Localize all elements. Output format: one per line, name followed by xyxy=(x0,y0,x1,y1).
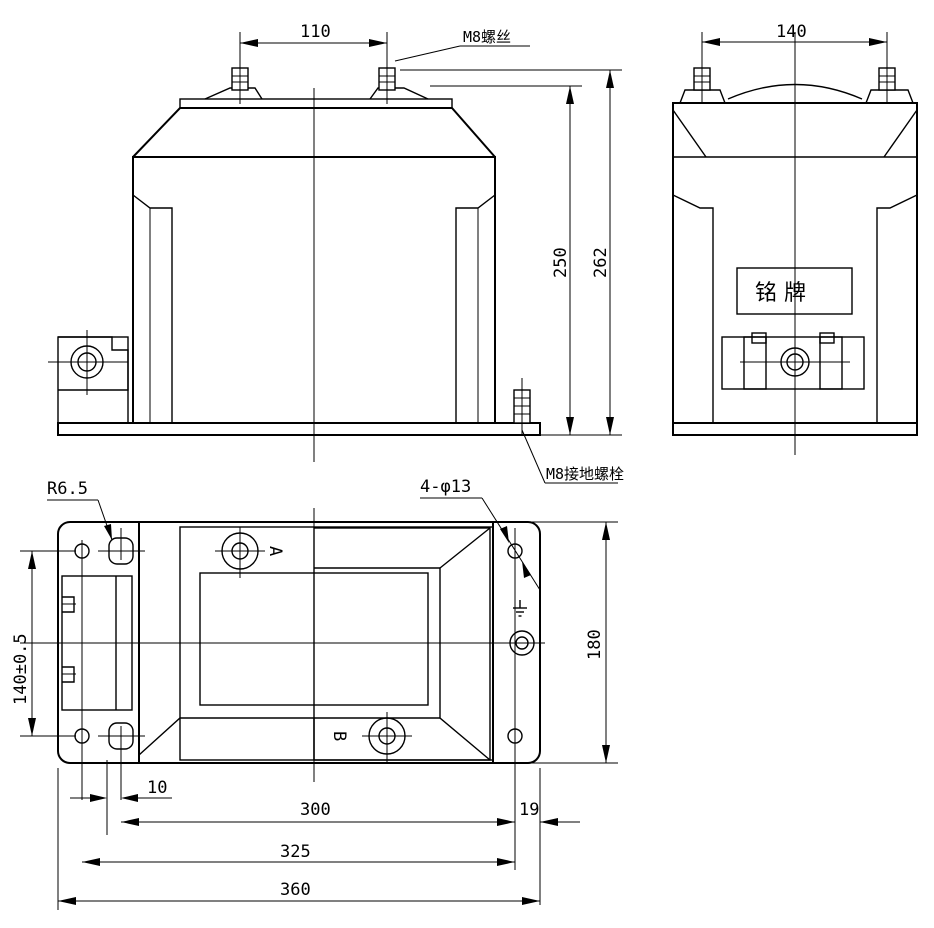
side-terminal-box xyxy=(721,336,865,390)
front-label-m8-ground-bolt: M8接地螺栓 xyxy=(546,465,624,483)
plan-dim-300: 300 xyxy=(300,800,331,820)
front-base-plate xyxy=(57,422,541,436)
front-dim-250: 250 xyxy=(551,247,571,278)
front-dim-262: 262 xyxy=(591,247,611,278)
side-dim-140: 140 xyxy=(776,22,807,42)
plan-dim-360: 360 xyxy=(280,880,311,900)
side-view: 140 铭 牌 xyxy=(672,22,918,455)
plan-dim-140-tol: 140±0.5 xyxy=(11,633,31,705)
ground-bolt xyxy=(513,378,531,435)
earth-ground-icon xyxy=(513,600,527,617)
front-label-m8-screw: M8螺丝 xyxy=(463,28,511,46)
front-dim-110: 110 xyxy=(300,22,331,42)
terminal-b-label: B xyxy=(329,731,349,741)
label-4-phi13: 4-φ13 xyxy=(420,477,471,497)
plan-dim-10: 10 xyxy=(147,778,167,798)
plan-dim-19: 19 xyxy=(519,800,539,820)
plan-view: A B R6.5 4-φ13 xyxy=(11,477,618,910)
plan-dim-180: 180 xyxy=(585,629,605,660)
front-view: 110 M8螺丝 250 262 M8接地螺栓 xyxy=(48,22,624,484)
plan-dim-325: 325 xyxy=(280,842,311,862)
nameplate-text: 铭 牌 xyxy=(755,281,806,306)
label-r6-5: R6.5 xyxy=(47,479,88,499)
terminal-a-label: A xyxy=(265,546,285,556)
